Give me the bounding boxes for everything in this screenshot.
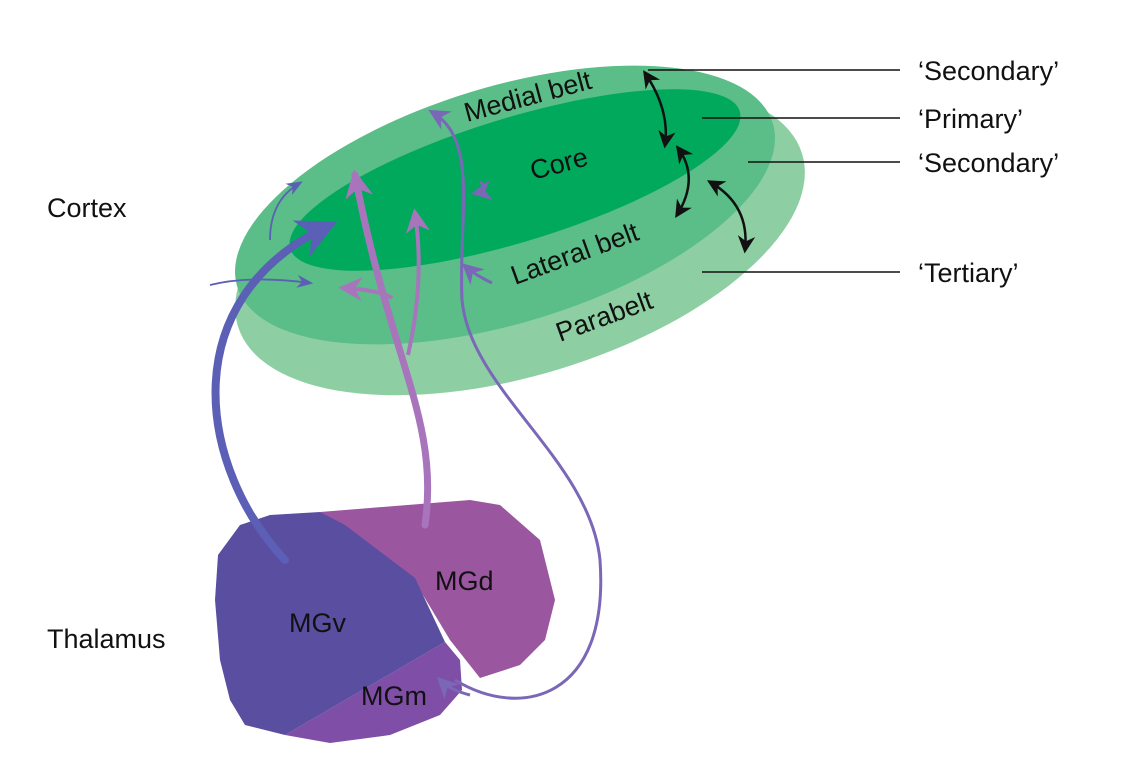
cortex: [235, 65, 805, 396]
medial-core-arrow: [643, 70, 676, 149]
mgd-branch-core: [405, 208, 430, 356]
thalamus: [215, 500, 555, 743]
level-connectors: [648, 69, 900, 273]
thalamus-label: Thalamus: [47, 624, 166, 654]
mgm-projections: [428, 109, 603, 700]
mgm-branch-lateral: [461, 263, 493, 286]
cortex-label: Cortex: [47, 193, 127, 223]
mgm-branch-core: [470, 179, 494, 201]
mgv-branch-medial: [269, 181, 303, 241]
mgd-label: MGd: [435, 566, 494, 596]
mgv-label: MGv: [289, 608, 346, 638]
mgd-main-projection: [345, 169, 432, 529]
lateral-parabelt-arrow: [706, 180, 756, 254]
level-label-secondary-bottom: ‘Secondary’: [918, 148, 1059, 178]
mgd-projections: [338, 169, 432, 529]
mgd-nucleus: [320, 500, 555, 678]
hierarchy-arrows: [643, 70, 756, 254]
mgv-nucleus: [215, 512, 445, 735]
core-lateral-arrow: [675, 145, 694, 218]
mgm-return-arrow: [437, 677, 471, 700]
mgm-nucleus: [285, 642, 462, 743]
mgm-main-projection: [428, 109, 603, 700]
mgv-branch-parabelt: [209, 274, 314, 288]
level-label-tertiary: ‘Tertiary’: [918, 258, 1019, 288]
mgd-branch-belt: [338, 277, 394, 302]
mgm-label: MGm: [361, 681, 427, 711]
level-label-secondary-top: ‘Secondary’: [918, 56, 1059, 86]
mgv-main-projection: [211, 220, 338, 564]
level-label-primary: ‘Primary’: [918, 104, 1023, 134]
mgv-projections: [209, 181, 338, 564]
core-region: [289, 89, 741, 271]
